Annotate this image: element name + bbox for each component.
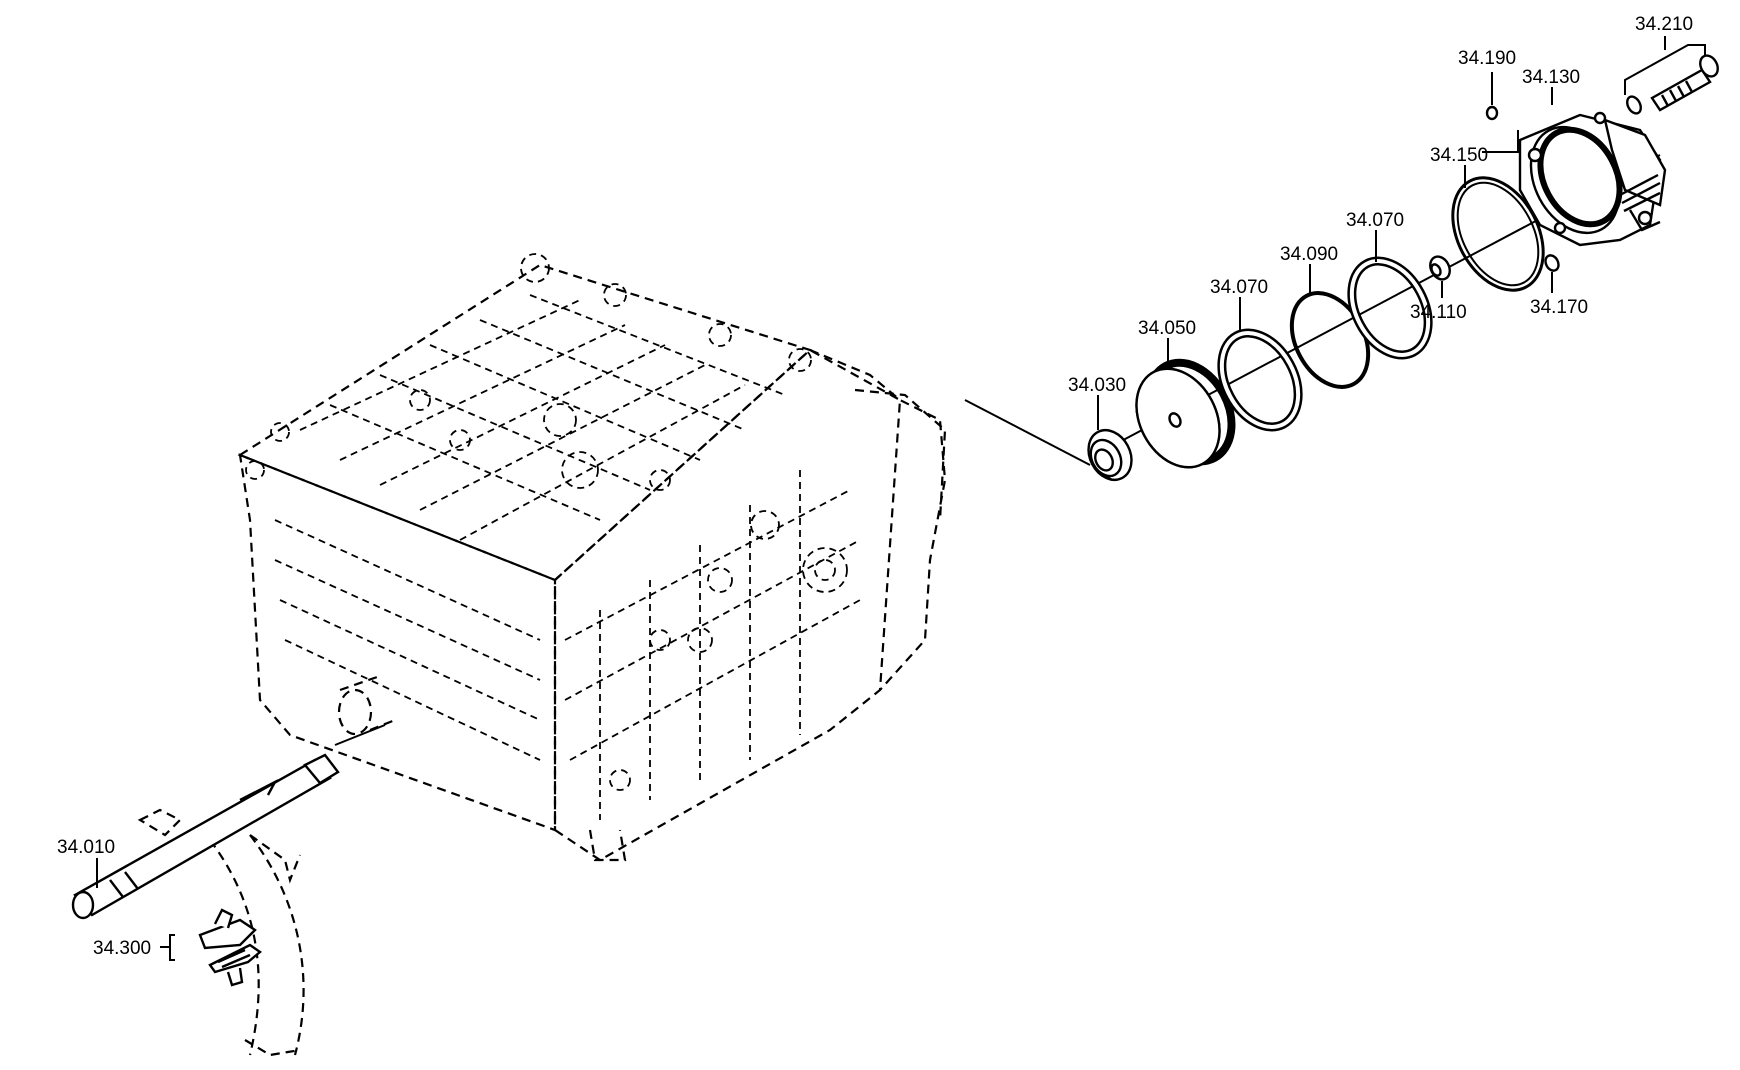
ring-34070a [1217, 328, 1303, 432]
screw-34210 [1626, 54, 1719, 115]
label-34210: 34.210 [1635, 14, 1693, 35]
o-ring-34170 [1544, 254, 1560, 272]
label-34030: 34.030 [1068, 375, 1126, 396]
label-34090: 34.090 [1280, 244, 1338, 265]
label-34010: 34.010 [57, 837, 115, 858]
shift-fork-pads-34300 [198, 908, 262, 987]
piston-34050 [1135, 358, 1236, 469]
shift-rod-34010 [71, 724, 386, 920]
nut-34110 [1429, 255, 1451, 281]
label-34300: 34.300 [93, 938, 151, 959]
label-34110: 34.110 [1410, 302, 1467, 323]
shift-fork [137, 808, 305, 1057]
gearbox-housing [237, 253, 947, 862]
label-34070a: 34.070 [1210, 277, 1268, 298]
o-ring-34190 [1485, 105, 1499, 121]
label-34050: 34.050 [1138, 318, 1196, 339]
ring-34070b [1347, 256, 1433, 360]
seal-34030 [1087, 428, 1133, 482]
label-34070b: 34.070 [1346, 210, 1404, 231]
label-34170: 34.170 [1530, 297, 1588, 318]
label-34130: 34.130 [1522, 67, 1580, 88]
label-34190: 34.190 [1458, 48, 1516, 69]
part-labels: 34.010 34.300 34.030 34.050 34.070 34.09… [57, 14, 1693, 959]
cylinder-cover-34130 [1518, 111, 1667, 247]
label-34150: 34.150 [1430, 145, 1488, 166]
leader-lines [96, 36, 1706, 961]
